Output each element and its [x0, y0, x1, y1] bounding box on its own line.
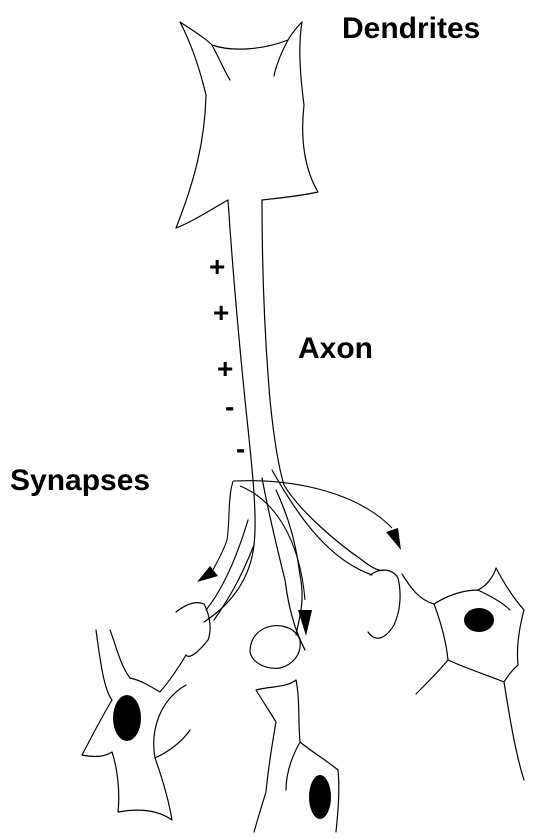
lower-middle-nucleus — [309, 775, 331, 819]
signal-path-to-left — [212, 481, 233, 572]
arrowhead-middle — [298, 610, 312, 636]
signal-path-to-middle — [240, 486, 305, 600]
signal-path-to-right — [233, 481, 392, 528]
axon-label: Axon — [298, 332, 373, 365]
charge-sign: - — [236, 433, 245, 464]
upper-dendrite-inner — [212, 40, 288, 80]
synapses-label: Synapses — [10, 464, 150, 497]
right-terminal-knob — [368, 570, 400, 638]
lower-right-nucleus — [464, 608, 494, 632]
charge-sign: + — [209, 251, 225, 282]
left-terminal-knob — [176, 603, 210, 657]
middle-terminal-knob — [250, 626, 300, 669]
charge-sign: - — [225, 391, 234, 422]
charge-sign: + — [213, 297, 229, 328]
charge-sign: + — [217, 353, 233, 384]
arrowhead-right — [386, 528, 401, 550]
lower-left-nucleus — [113, 695, 141, 741]
lower-right-neuron — [402, 568, 524, 780]
arrowhead-left — [197, 566, 218, 582]
axon-right-edge — [262, 200, 284, 485]
upper-neuron-body — [176, 22, 318, 228]
dendrites-label: Dendrites — [342, 12, 480, 45]
